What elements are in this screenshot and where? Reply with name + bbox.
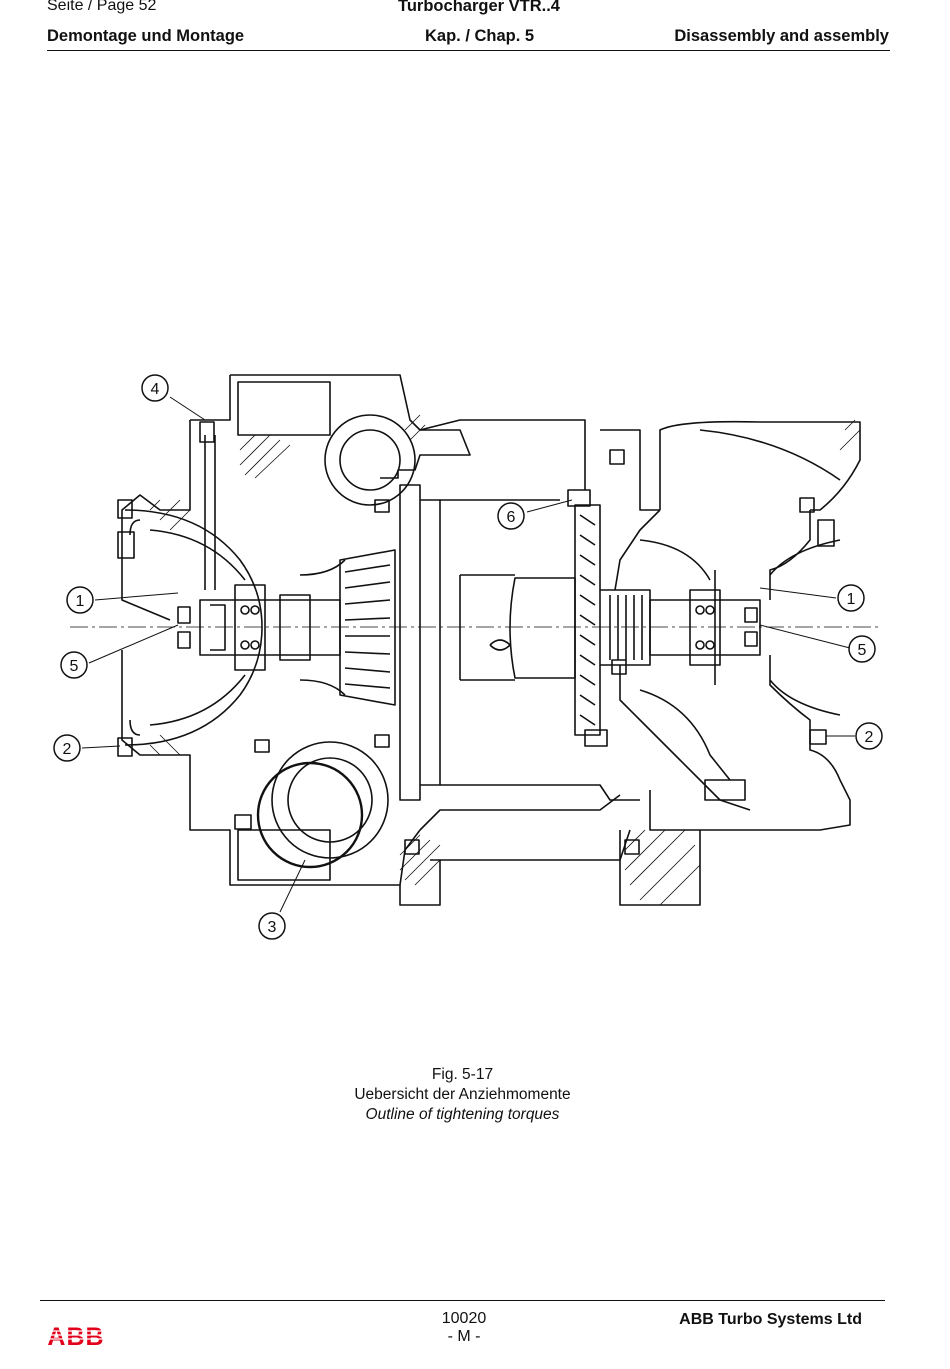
callout-1-left: [66, 586, 94, 614]
callout-label: 5: [858, 642, 867, 659]
callout-2-left: [53, 734, 81, 762]
header-rule: [47, 50, 890, 51]
figure-caption-german: Uebersicht der Anziehmomente: [354, 1086, 571, 1103]
callout-label: 4: [151, 381, 160, 398]
section-title-german: Demontage und Montage: [47, 27, 245, 45]
figure-number: Fig. 5-17: [431, 1066, 494, 1083]
callout-5-right: [848, 635, 876, 663]
callout-label: 5: [70, 658, 79, 675]
callout-label: 1: [76, 593, 85, 610]
callout-2-right: [855, 722, 883, 750]
callout-3-bottom: [258, 912, 286, 940]
abb-logo: ABB: [45, 1323, 107, 1350]
turbocharger-cross-section-drawing: 4 1 5 2 3 6 1 5 2: [53, 374, 883, 940]
footer-rule: [40, 1300, 885, 1301]
company-name: ABB Turbo Systems Ltd: [679, 1311, 862, 1328]
chapter-label: Kap. / Chap. 5: [425, 27, 535, 45]
callout-4-top-left: [141, 374, 169, 402]
figure-caption-english: Outline of tightening torques: [365, 1106, 560, 1123]
callout-label: 6: [507, 509, 516, 526]
document-number: 10020: [441, 1310, 487, 1327]
callout-label: 3: [268, 919, 277, 936]
page-number: Seite / Page 52: [47, 0, 157, 14]
callout-6-center: [497, 502, 525, 530]
callout-5-left: [60, 651, 88, 679]
revision-label: - M -: [447, 1328, 481, 1345]
svg-text:ABB: ABB: [47, 1323, 104, 1350]
callout-1-right: [837, 584, 865, 612]
callout-label: 2: [865, 729, 874, 746]
section-title-english: Disassembly and assembly: [674, 27, 889, 45]
callout-label: 1: [847, 591, 856, 608]
document-title: Turbocharger VTR..4: [398, 0, 560, 15]
callout-label: 2: [63, 741, 72, 758]
